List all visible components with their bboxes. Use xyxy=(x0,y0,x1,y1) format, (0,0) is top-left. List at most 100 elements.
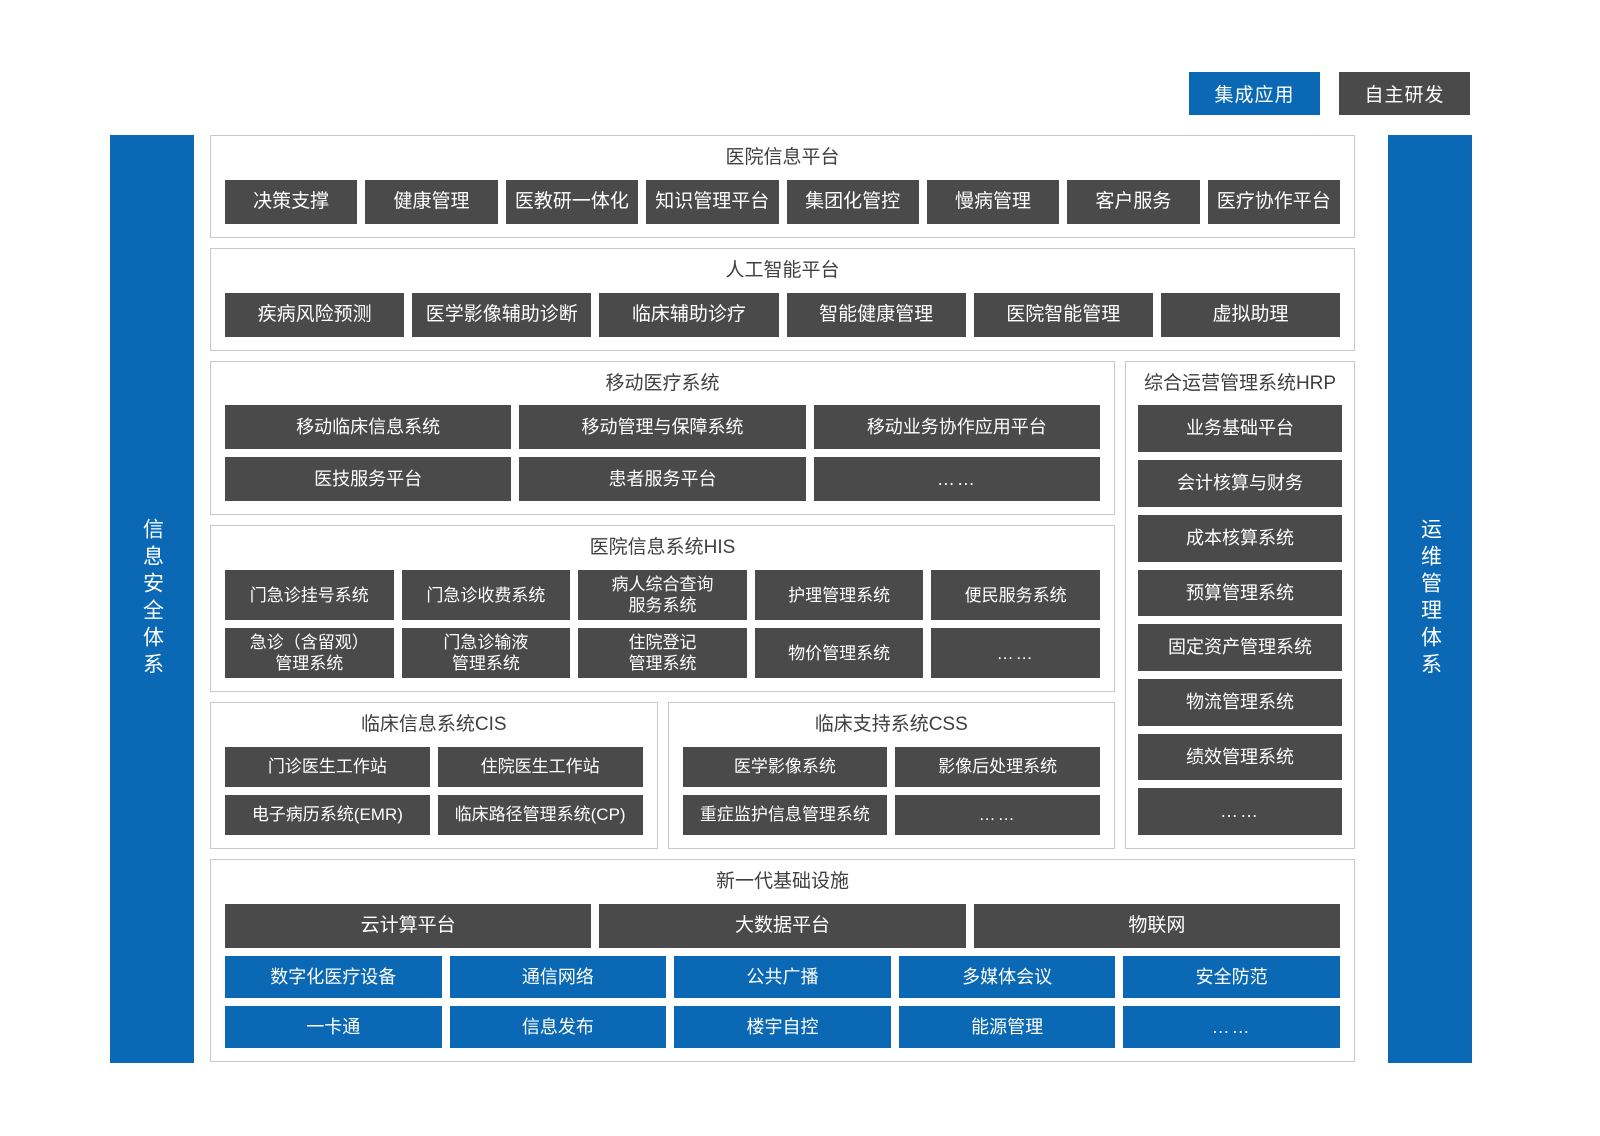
section-his: 医院信息系统HIS 门急诊挂号系统 门急诊收费系统 病人综合查询 服务系统 护理… xyxy=(210,525,1115,693)
module-box[interactable]: 健康管理 xyxy=(365,179,498,224)
module-box-more[interactable]: …… xyxy=(895,794,1100,835)
section-title-his: 医院信息系统HIS xyxy=(589,537,736,559)
module-box[interactable]: 信息发布 xyxy=(449,1005,667,1048)
module-box[interactable]: 大数据平台 xyxy=(599,903,966,948)
module-box[interactable]: 能源管理 xyxy=(898,1005,1116,1048)
module-box[interactable]: 云计算平台 xyxy=(225,903,592,948)
section-title-hospital-platform: 医院信息平台 xyxy=(725,147,840,168)
module-box[interactable]: 移动临床信息系统 xyxy=(225,405,512,450)
box-row: 移动临床信息系统 移动管理与保障系统 移动业务协作应用平台 xyxy=(225,405,1100,450)
module-box[interactable]: 一卡通 xyxy=(225,1005,442,1048)
module-box[interactable]: 病人综合查询 服务系统 xyxy=(578,570,747,621)
box-row: 数字化医疗设备 通信网络 公共广播 多媒体会议 安全防范 xyxy=(225,955,1340,998)
module-box[interactable]: 绩效管理系统 xyxy=(1138,733,1342,781)
sidebar-operations-management: 运维管理体系 xyxy=(1388,135,1472,1063)
module-box[interactable]: 决策支撑 xyxy=(225,179,358,224)
section-infrastructure: 新一代基础设施 云计算平台 大数据平台 物联网 数字化医疗设备 通信网络 公共广… xyxy=(210,858,1355,1062)
module-box[interactable]: 集团化管控 xyxy=(786,179,919,224)
module-box[interactable]: 数字化医疗设备 xyxy=(225,955,442,998)
middle-left-column: 移动医疗系统 移动临床信息系统 移动管理与保障系统 移动业务协作应用平台 医技服… xyxy=(210,360,1115,849)
module-box[interactable]: 医院智能管理 xyxy=(973,292,1153,337)
module-box[interactable]: 安全防范 xyxy=(1123,955,1340,998)
module-box[interactable]: 移动业务协作应用平台 xyxy=(813,405,1100,450)
module-box[interactable]: 移动管理与保障系统 xyxy=(519,405,806,450)
module-box[interactable]: 临床辅助诊疗 xyxy=(599,292,779,337)
module-box[interactable]: 患者服务平台 xyxy=(519,457,806,502)
module-box[interactable]: 医技服务平台 xyxy=(225,457,512,502)
module-box[interactable]: 预算管理系统 xyxy=(1138,569,1342,617)
section-hrp: 综合运营管理系统HRP 业务基础平台 会计核算与财务 成本核算系统 预算管理系统… xyxy=(1125,360,1355,849)
box-row: 门诊医生工作站 住院医生工作站 xyxy=(225,746,643,787)
module-box[interactable]: 公共广播 xyxy=(674,955,891,998)
box-row: 云计算平台 大数据平台 物联网 xyxy=(225,903,1340,948)
box-row: 疾病风险预测 医学影像辅助诊断 临床辅助诊疗 智能健康管理 医院智能管理 虚拟助… xyxy=(225,292,1341,337)
section-title-mobile-medical: 移动医疗系统 xyxy=(605,372,720,394)
module-box[interactable]: 住院登记 管理系统 xyxy=(578,628,747,679)
legend-chip-self-developed[interactable]: 自主研发 xyxy=(1339,72,1470,115)
box-row: 门急诊挂号系统 门急诊收费系统 病人综合查询 服务系统 护理管理系统 便民服务系… xyxy=(225,570,1100,621)
module-box[interactable]: 住院医生工作站 xyxy=(437,746,643,787)
module-box[interactable]: 重症监护信息管理系统 xyxy=(682,794,888,835)
section-css: 临床支持系统CSS 医学影像系统 影像后处理系统 重症监护信息管理系统 …… xyxy=(667,702,1115,849)
module-box[interactable]: 虚拟助理 xyxy=(1160,292,1341,337)
module-box-more[interactable]: …… xyxy=(1138,788,1342,836)
module-box[interactable]: 医教研一体化 xyxy=(505,179,639,224)
module-box[interactable]: 楼宇自控 xyxy=(674,1005,891,1048)
section-title-cis: 临床信息系统CIS xyxy=(360,714,507,736)
architecture-stack: 医院信息平台 决策支撑 健康管理 医教研一体化 知识管理平台 集团化管控 慢病管… xyxy=(210,135,1355,1072)
module-box[interactable]: 物流管理系统 xyxy=(1138,678,1342,726)
module-box[interactable]: 医疗协作平台 xyxy=(1207,179,1340,224)
module-box[interactable]: 慢病管理 xyxy=(926,179,1060,224)
module-box[interactable]: 门急诊输液 管理系统 xyxy=(401,628,571,679)
sidebar-information-security: 信息安全体系 xyxy=(110,135,194,1063)
legend-label-self-developed: 自主研发 xyxy=(1364,85,1445,106)
box-row: 一卡通 信息发布 楼宇自控 能源管理 …… xyxy=(225,1005,1340,1048)
module-box[interactable]: 医学影像系统 xyxy=(682,746,888,787)
section-ai-platform: 人工智能平台 疾病风险预测 医学影像辅助诊断 临床辅助诊疗 智能健康管理 医院智… xyxy=(210,247,1355,351)
module-box[interactable]: 物价管理系统 xyxy=(754,628,924,679)
section-title-infrastructure: 新一代基础设施 xyxy=(715,870,849,892)
legend-chip-integrated-app[interactable]: 集成应用 xyxy=(1189,72,1320,115)
module-box[interactable]: 通信网络 xyxy=(449,955,667,998)
module-box[interactable]: 物联网 xyxy=(973,903,1340,948)
module-box-more[interactable]: …… xyxy=(813,457,1100,502)
module-box[interactable]: 急诊（含留观） 管理系统 xyxy=(225,628,394,679)
module-box[interactable]: 客户服务 xyxy=(1067,179,1200,224)
section-title-css: 临床支持系统CSS xyxy=(814,714,968,736)
middle-right-column: 综合运营管理系统HRP 业务基础平台 会计核算与财务 成本核算系统 预算管理系统… xyxy=(1125,360,1355,849)
sidebar-label-operations-management: 运维管理体系 xyxy=(1418,518,1442,680)
module-box[interactable]: 门急诊收费系统 xyxy=(401,570,571,621)
section-cis: 临床信息系统CIS 门诊医生工作站 住院医生工作站 电子病历系统(EMR) 临床… xyxy=(210,702,658,849)
module-box[interactable]: 临床路径管理系统(CP) xyxy=(437,794,643,835)
box-row: 决策支撑 健康管理 医教研一体化 知识管理平台 集团化管控 慢病管理 客户服务 … xyxy=(225,179,1340,224)
module-box[interactable]: 知识管理平台 xyxy=(646,179,779,224)
section-title-ai-platform: 人工智能平台 xyxy=(725,259,840,281)
box-row: 电子病历系统(EMR) 临床路径管理系统(CP) xyxy=(225,794,643,835)
module-box[interactable]: 护理管理系统 xyxy=(754,570,924,621)
legend-label-integrated-app: 集成应用 xyxy=(1214,85,1295,106)
module-box[interactable]: 医学影像辅助诊断 xyxy=(412,292,592,337)
module-box[interactable]: 门诊医生工作站 xyxy=(225,746,430,787)
cis-css-row: 临床信息系统CIS 门诊医生工作站 住院医生工作站 电子病历系统(EMR) 临床… xyxy=(210,702,1115,849)
module-box[interactable]: 电子病历系统(EMR) xyxy=(225,794,430,835)
module-box-more[interactable]: …… xyxy=(931,628,1100,679)
module-box-more[interactable]: …… xyxy=(1123,1005,1340,1048)
section-title-hrp: 综合运营管理系统HRP xyxy=(1143,372,1337,394)
legend: 集成应用 自主研发 xyxy=(1189,72,1470,115)
module-box[interactable]: 业务基础平台 xyxy=(1138,405,1342,453)
module-box[interactable]: 便民服务系统 xyxy=(931,570,1100,621)
module-box[interactable]: 会计核算与财务 xyxy=(1138,460,1342,507)
module-box[interactable]: 成本核算系统 xyxy=(1138,514,1342,562)
box-row: 医技服务平台 患者服务平台 …… xyxy=(225,457,1100,502)
module-box[interactable]: 多媒体会议 xyxy=(898,955,1116,998)
module-box[interactable]: 固定资产管理系统 xyxy=(1138,624,1342,671)
hrp-item-list: 业务基础平台 会计核算与财务 成本核算系统 预算管理系统 固定资产管理系统 物流… xyxy=(1138,405,1342,836)
box-row: 急诊（含留观） 管理系统 门急诊输液 管理系统 住院登记 管理系统 物价管理系统… xyxy=(225,628,1100,679)
module-box[interactable]: 影像后处理系统 xyxy=(895,746,1100,787)
module-box[interactable]: 疾病风险预测 xyxy=(225,292,405,337)
module-box[interactable]: 门急诊挂号系统 xyxy=(225,570,394,621)
module-box[interactable]: 智能健康管理 xyxy=(786,292,966,337)
sidebar-label-information-security: 信息安全体系 xyxy=(140,518,164,680)
box-row: 医学影像系统 影像后处理系统 xyxy=(682,746,1100,787)
section-mobile-medical: 移动医疗系统 移动临床信息系统 移动管理与保障系统 移动业务协作应用平台 医技服… xyxy=(210,360,1115,516)
